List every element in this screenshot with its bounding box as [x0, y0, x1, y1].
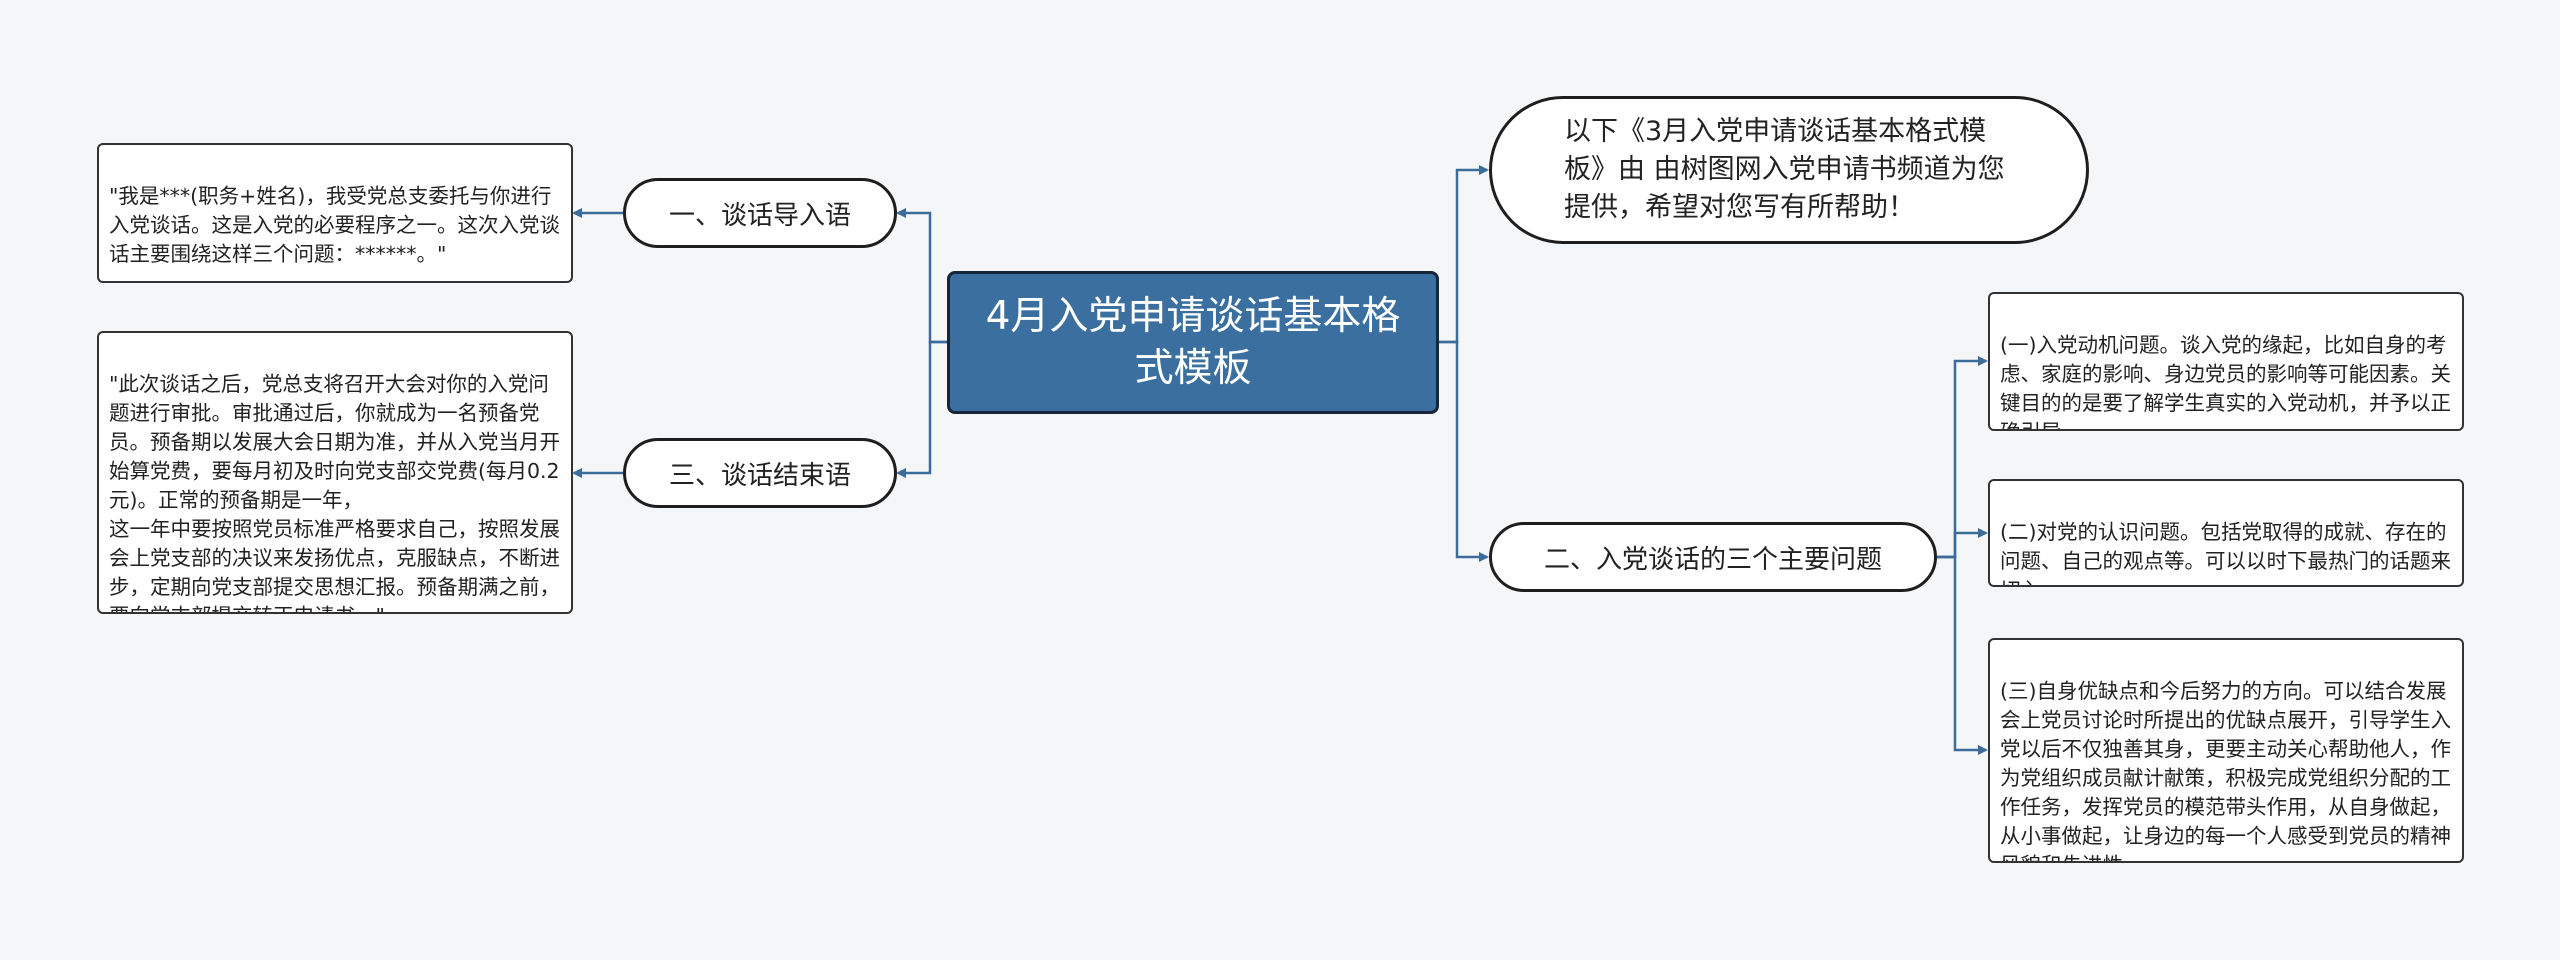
- branch-node-label: 一、谈话导入语: [668, 200, 851, 231]
- detail-box-question-3[interactable]: (三)自身优缺点和今后努力的方向。可以结合发展会上党员讨论时所提出的优缺点展开，…: [1988, 638, 2464, 863]
- detail-box-text: "此次谈话之后，党总支将召开大会对你的入党问题进行审批。审批通过后，你就成为一名…: [109, 372, 560, 612]
- branch-node-closing-words[interactable]: 三、谈话结束语: [623, 438, 897, 508]
- branch-node-three-questions[interactable]: 二、入党谈话的三个主要问题: [1489, 522, 1937, 592]
- detail-box-text: (二)对党的认识问题。包括党取得的成就、存在的问题、自己的观点等。可以以时下最热…: [2000, 520, 2451, 585]
- intro-node-text: 以下《3月入党申请谈话基本格式模板》由 由树图网入党申请书频道为您提供，希望对您…: [1564, 116, 2005, 223]
- detail-box-question-1[interactable]: (一)入党动机问题。谈入党的缘起，比如自身的考虑、家庭的影响、身边党员的影响等可…: [1988, 292, 2464, 431]
- detail-box-closing-words[interactable]: "此次谈话之后，党总支将召开大会对你的入党问题进行审批。审批通过后，你就成为一名…: [97, 331, 573, 614]
- branch-node-label: 二、入党谈话的三个主要问题: [1543, 544, 1882, 575]
- root-node[interactable]: 4月入党申请谈话基本格式模板: [947, 271, 1439, 414]
- detail-box-text: (三)自身优缺点和今后努力的方向。可以结合发展会上党员讨论时所提出的优缺点展开，…: [2000, 679, 2451, 861]
- detail-box-text: "我是***(职务+姓名)，我受党总支委托与你进行入党谈话。这是入党的必要程序之…: [109, 184, 560, 266]
- connector-branch-2-to-child-3: [1937, 555, 1988, 755]
- connector-root-to-branch-1: [896, 208, 947, 344]
- connectors-right-branches: [1439, 165, 1988, 755]
- connector-root-to-intro: [1439, 165, 1489, 344]
- branch-node-label: 三、谈话结束语: [668, 460, 851, 491]
- connector-branch-2-to-child-2: [1937, 528, 1988, 559]
- root-node-label: 4月入党申请谈话基本格式模板: [985, 293, 1401, 391]
- detail-box-question-2[interactable]: (二)对党的认识问题。包括党取得的成就、存在的问题、自己的观点等。可以以时下最热…: [1988, 479, 2464, 587]
- branch-node-intro-words[interactable]: 一、谈话导入语: [623, 178, 897, 248]
- detail-box-text: (一)入党动机问题。谈入党的缘起，比如自身的考虑、家庭的影响、身边党员的影响等可…: [2000, 333, 2451, 429]
- intro-node[interactable]: 以下《3月入党申请谈话基本格式模板》由 由树图网入党申请书频道为您提供，希望对您…: [1489, 96, 2089, 244]
- connector-root-to-branch-2: [1439, 340, 1489, 562]
- detail-box-intro-words[interactable]: "我是***(职务+姓名)，我受党总支委托与你进行入党谈话。这是入党的必要程序之…: [97, 143, 573, 283]
- connector-root-to-branch-3: [896, 340, 947, 478]
- connectors-left-branches: [572, 208, 947, 478]
- connector-branch-2-to-child-1: [1937, 356, 1988, 559]
